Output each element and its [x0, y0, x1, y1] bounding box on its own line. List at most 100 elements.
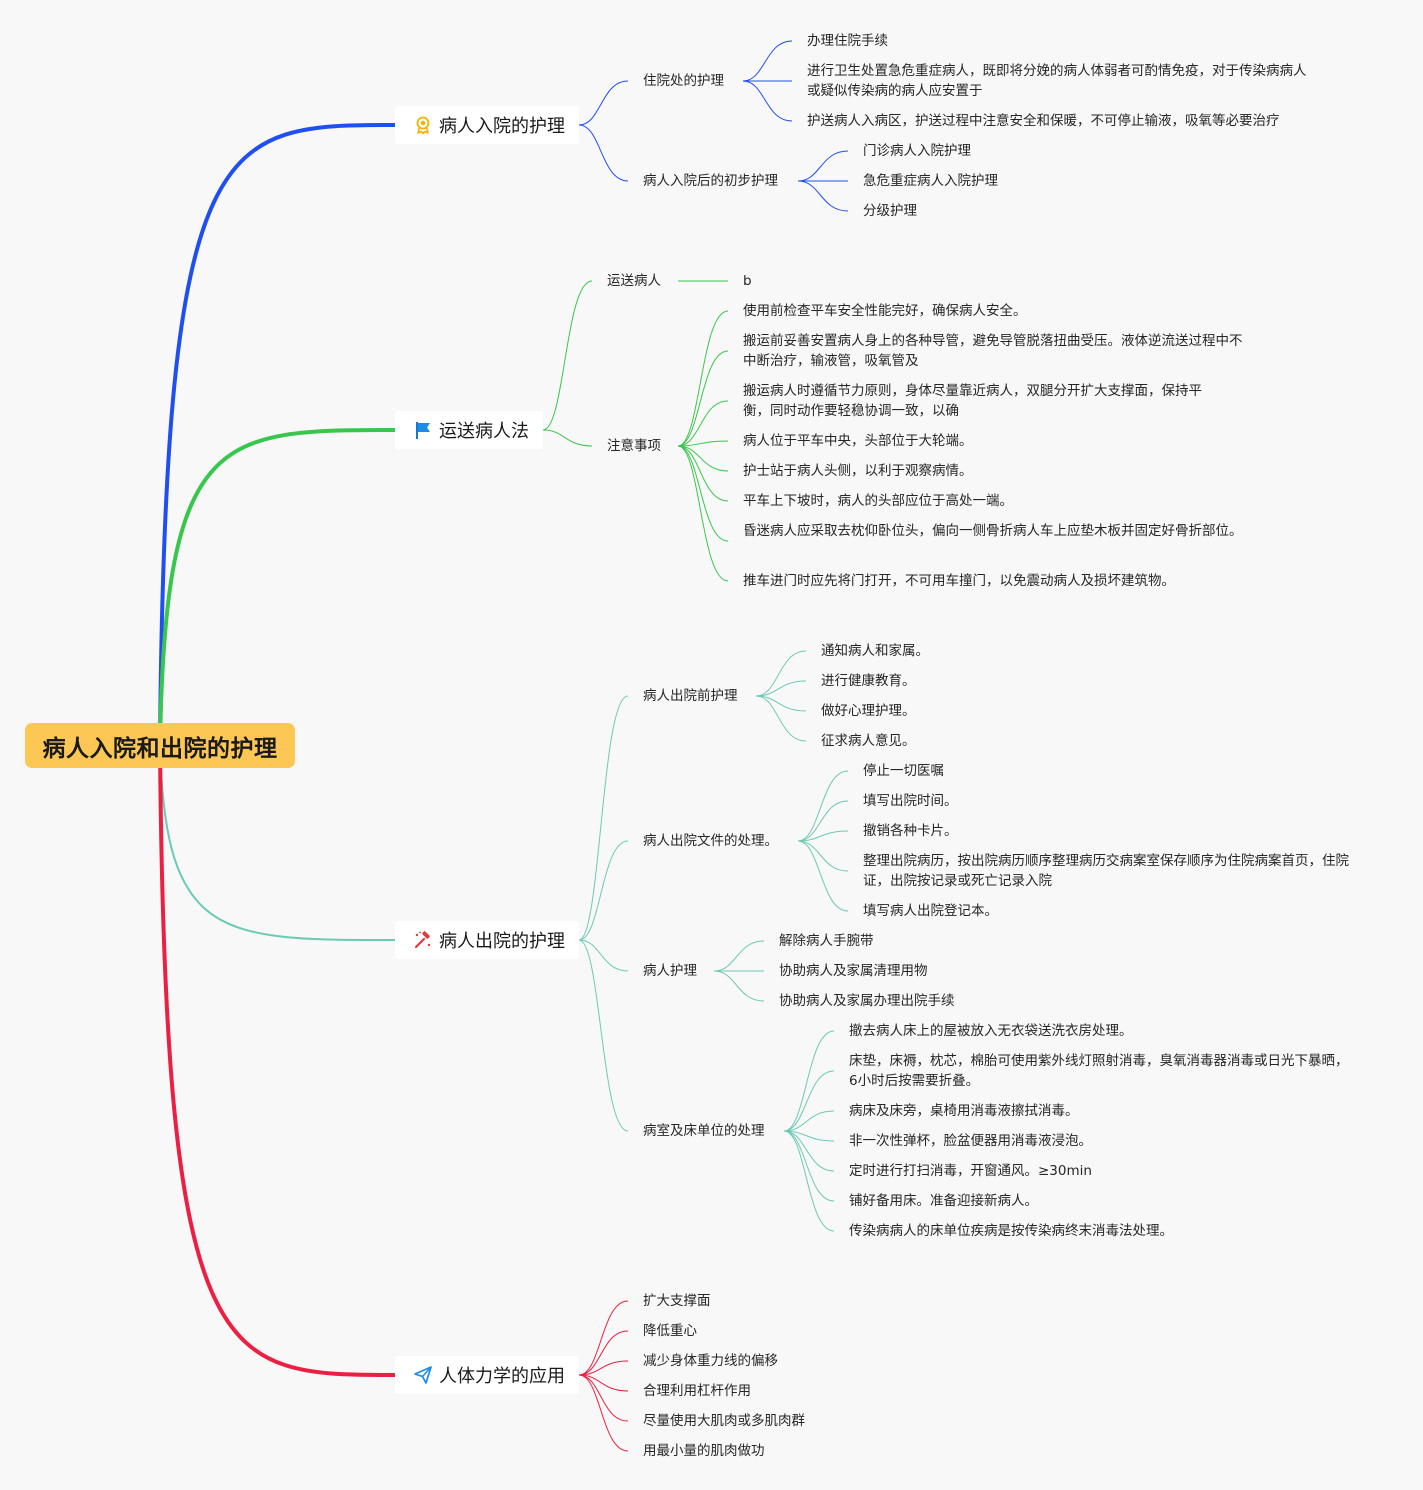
leaf-connector [713, 940, 765, 972]
subtopic-discharge-documents[interactable]: 病人出院文件的处理。 [643, 833, 778, 849]
leaf-connector [742, 80, 793, 122]
leaf-connector [783, 1030, 835, 1132]
leaf-connector [783, 1130, 835, 1232]
subtopic-ward-bed-unit[interactable]: 病室及床单位的处理 [643, 1123, 765, 1139]
leaf-connector [578, 1330, 629, 1376]
root-connector [159, 744, 396, 941]
leaf-item[interactable]: 使用前检查平车安全性能完好，确保病人安全。 [743, 303, 1027, 319]
subtopic-pre-discharge[interactable]: 病人出院前护理 [643, 688, 738, 704]
leaf-item[interactable]: 昏迷病人应采取去枕仰卧位头，偏向一侧骨折病人车上应垫木板并固定好骨折部位。 [743, 523, 1243, 539]
leaf-item[interactable]: 撤去病人床上的屋被放入无衣袋送洗衣房处理。 [849, 1023, 1133, 1039]
leaf-connector [797, 800, 849, 842]
leaf-connector [578, 1300, 629, 1376]
subtopic-patient-care[interactable]: 病人护理 [643, 963, 697, 979]
leaf-item[interactable]: 做好心理护理。 [821, 703, 916, 719]
leaf-item[interactable]: 搬运前妥善安置病人身上的各种导管，避免导管脱落扭曲受压。液体逆流送过程中不中断治… [743, 333, 1243, 369]
leaf-connector [783, 1130, 835, 1172]
root-connector [158, 428, 396, 746]
leaf-connector [578, 1374, 629, 1392]
branch-body-mechanics[interactable]: 人体力学的应用 [395, 1356, 579, 1394]
leaf-item[interactable]: 降低重心 [643, 1323, 697, 1339]
leaf-item[interactable]: 填写病人出院登记本。 [863, 903, 998, 919]
leaf-item[interactable]: 护送病人入病区，护送过程中注意安全和保暖，不可停止输液，吸氧等必要治疗 [807, 113, 1280, 129]
leaf-connector [783, 1110, 835, 1132]
leaf-item[interactable]: 填写出院时间。 [863, 793, 958, 809]
leaf-connector [797, 830, 849, 842]
leaf-item[interactable]: 协助病人及家属办理出院手续 [779, 993, 955, 1009]
leaf-item[interactable]: 撤销各种卡片。 [863, 823, 958, 839]
leaf-connector [742, 40, 793, 82]
leaf-item[interactable]: 办理住院手续 [807, 33, 888, 49]
leaf-item[interactable]: 床垫，床褥，枕芯，棉胎可使用紫外线灯照射消毒，臭氧消毒器消毒或日光下暴晒，6小时… [849, 1053, 1349, 1089]
sub-connector [578, 939, 629, 972]
leaf-connector [677, 445, 729, 502]
leaf-item[interactable]: 用最小量的肌肉做功 [643, 1443, 765, 1459]
leaf-item[interactable]: 扩大支撑面 [643, 1293, 711, 1309]
leaf-item[interactable]: b [743, 273, 752, 289]
branch-discharge-care[interactable]: 病人出院的护理 [395, 921, 579, 959]
leaf-item[interactable]: 非一次性弹杯，脸盆便器用消毒液浸泡。 [849, 1133, 1092, 1149]
leaf-item[interactable]: 平车上下坡时，病人的头部应位于高处一端。 [743, 493, 1013, 509]
leaf-connector [578, 1360, 629, 1376]
leaf-item[interactable]: 进行健康教育。 [821, 673, 916, 689]
leaf-item[interactable]: 尽量使用大肌肉或多肌肉群 [643, 1413, 805, 1429]
leaf-item[interactable]: 传染病病人的床单位疾病是按传染病终末消毒法处理。 [849, 1223, 1173, 1239]
sub-connector [542, 280, 593, 431]
branch-admission-care[interactable]: 病人入院的护理 [395, 106, 579, 144]
award-ribbon-icon [413, 115, 433, 135]
branch-label: 病人入院的护理 [439, 116, 565, 137]
subtopic-inpatient-office-care[interactable]: 住院处的护理 [643, 73, 724, 89]
leaf-item[interactable]: 护士站于病人头侧，以利于观察病情。 [743, 463, 973, 479]
leaf-item[interactable]: 病床及床旁，桌椅用消毒液擦拭消毒。 [849, 1103, 1079, 1119]
hammer-icon [413, 930, 433, 950]
branch-patient-transport[interactable]: 运送病人法 [395, 411, 543, 449]
leaf-connector [783, 1130, 835, 1202]
leaf-connector [797, 180, 849, 212]
subtopic-transport-patient[interactable]: 运送病人 [607, 273, 661, 289]
root-topic[interactable]: 病人入院和出院的护理 [25, 723, 295, 768]
leaf-connector [677, 445, 729, 542]
subtopic-precautions[interactable]: 注意事项 [607, 438, 661, 454]
paper-plane-icon [413, 1365, 433, 1385]
leaf-connector [797, 840, 849, 872]
leaf-connector [677, 445, 729, 582]
leaf-item[interactable]: 解除病人手腕带 [779, 933, 874, 949]
leaf-connector [755, 650, 807, 697]
subtopic-initial-care[interactable]: 病人入院后的初步护理 [643, 173, 778, 189]
leaf-item[interactable]: 进行卫生处置急危重症病人，既即将分娩的病人体弱者可酌情免疫，对于传染病病人或疑似… [807, 63, 1307, 99]
sub-connector [542, 429, 593, 447]
leaf-item[interactable]: 停止一切医嘱 [863, 763, 944, 779]
branch-label: 运送病人法 [439, 421, 529, 442]
leaf-connector [755, 695, 807, 742]
leaf-item[interactable]: 门诊病人入院护理 [863, 143, 971, 159]
leaf-item[interactable]: 减少身体重力线的偏移 [643, 1353, 778, 1369]
leaf-item[interactable]: 急危重症病人入院护理 [863, 173, 998, 189]
leaf-connector [755, 695, 807, 712]
leaf-connector [797, 840, 849, 912]
leaf-connector [578, 1374, 629, 1422]
leaf-item[interactable]: 分级护理 [863, 203, 917, 219]
leaf-item[interactable]: 铺好备用床。准备迎接新病人。 [849, 1193, 1038, 1209]
root-connector [158, 123, 396, 746]
leaf-item[interactable]: 病人位于平车中央，头部位于大轮端。 [743, 433, 973, 449]
leaf-item[interactable]: 整理出院病历，按出院病历顺序整理病历交病案室保存顺序为住院病案首页，住院证，出院… [863, 853, 1349, 889]
leaf-item[interactable]: 推车进门时应先将门打开，不可用车撞门，以免震动病人及损坏建筑物。 [743, 573, 1175, 589]
leaf-connector [677, 350, 729, 447]
branch-label: 人体力学的应用 [439, 1366, 565, 1387]
leaf-connector [677, 445, 729, 472]
leaf-connector [578, 1374, 629, 1452]
leaf-connector [713, 970, 765, 1002]
leaf-item[interactable]: 协助病人及家属清理用物 [779, 963, 928, 979]
leaf-item[interactable]: 合理利用杠杆作用 [643, 1383, 751, 1399]
sub-connector [578, 840, 629, 941]
leaf-item[interactable]: 征求病人意见。 [821, 733, 916, 749]
leaf-item[interactable]: 定时进行打扫消毒，开窗通风。≥30min [849, 1163, 1092, 1179]
leaf-connector [783, 1070, 835, 1132]
leaf-item[interactable]: 搬运病人时遵循节力原则，身体尽量靠近病人，双腿分开扩大支撑面，保持平衡，同时动作… [743, 383, 1202, 419]
leaf-item[interactable]: 通知病人和家属。 [821, 643, 929, 659]
leaf-connector [677, 400, 729, 447]
sub-connector [578, 939, 629, 1132]
leaf-connector [755, 680, 807, 697]
leaf-connector [797, 770, 849, 842]
